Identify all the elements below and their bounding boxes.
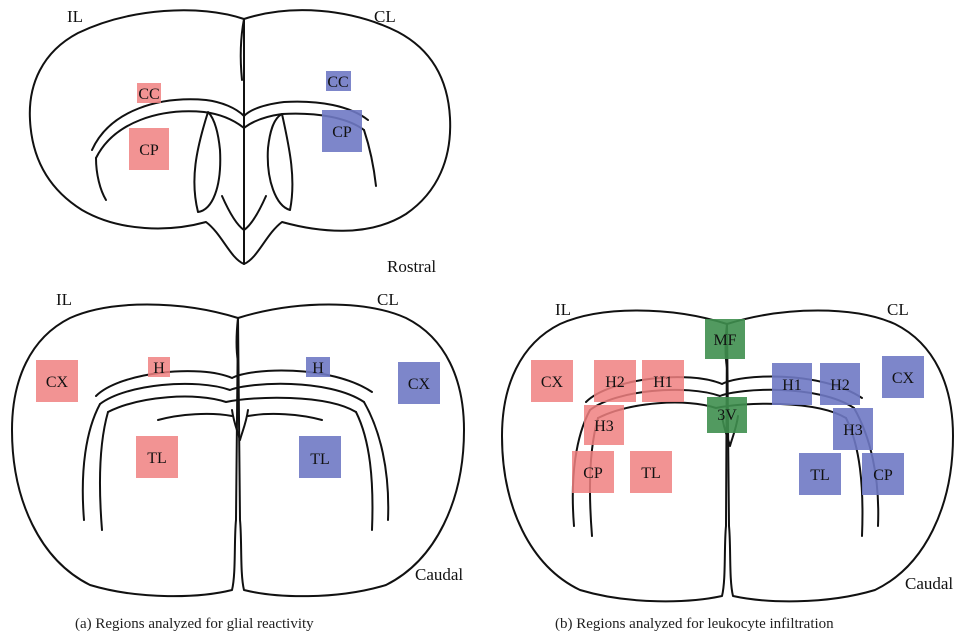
svg-text:CX: CX — [46, 374, 69, 391]
region-a-h-il: H — [148, 357, 170, 377]
svg-text:CC: CC — [327, 74, 348, 91]
svg-text:H1: H1 — [653, 374, 673, 391]
region-b-cp-il: CP — [572, 451, 614, 493]
region-b-cx-il: CX — [531, 360, 573, 402]
svg-text:CX: CX — [892, 370, 915, 387]
region-b-mf: MF — [705, 319, 745, 359]
rostral-section-outline — [30, 10, 450, 264]
region-b-cp-cl: CP — [862, 453, 904, 495]
region-b-cx-cl: CX — [882, 356, 924, 398]
svg-text:CC: CC — [138, 86, 159, 103]
region-b-h2-cl: H2 — [820, 363, 860, 405]
region-a-tl-cl: TL — [299, 436, 341, 478]
svg-text:CP: CP — [583, 465, 603, 482]
svg-text:H: H — [153, 360, 165, 377]
svg-text:CP: CP — [139, 142, 159, 159]
region-b-tl-il: TL — [630, 451, 672, 493]
svg-text:H1: H1 — [782, 377, 802, 394]
region-a-cx-il: CX — [36, 360, 78, 402]
region-b-h3-cl: H3 — [833, 408, 873, 450]
region-b-3v: 3V — [707, 397, 747, 433]
svg-text:TL: TL — [641, 465, 661, 482]
svg-text:CP: CP — [332, 124, 352, 141]
region-a-h-cl: H — [306, 357, 330, 377]
region-b-h3-il: H3 — [584, 405, 624, 445]
region-b-tl-cl: TL — [799, 453, 841, 495]
region-cp-cl: CP — [322, 110, 362, 152]
svg-text:3V: 3V — [717, 407, 737, 424]
svg-text:CX: CX — [541, 374, 564, 391]
region-a-tl-il: TL — [136, 436, 178, 478]
svg-text:CX: CX — [408, 376, 431, 393]
svg-text:H: H — [312, 360, 324, 377]
svg-text:TL: TL — [147, 450, 167, 467]
svg-text:H3: H3 — [843, 422, 863, 439]
region-cc-cl: CC — [326, 71, 351, 91]
region-b-h2-il: H2 — [594, 360, 636, 402]
region-a-cx-cl: CX — [398, 362, 440, 404]
svg-text:CP: CP — [873, 467, 893, 484]
svg-text:TL: TL — [810, 467, 830, 484]
caudal-section-a-outline — [12, 305, 464, 597]
region-b-h1-cl: H1 — [772, 363, 812, 405]
svg-text:TL: TL — [310, 451, 330, 468]
region-cc-il: CC — [137, 83, 161, 103]
svg-text:H2: H2 — [605, 374, 625, 391]
svg-text:MF: MF — [713, 332, 736, 349]
svg-text:H3: H3 — [594, 418, 614, 435]
region-b-h1-il: H1 — [642, 360, 684, 402]
svg-text:H2: H2 — [830, 377, 850, 394]
region-cp-il: CP — [129, 128, 169, 170]
